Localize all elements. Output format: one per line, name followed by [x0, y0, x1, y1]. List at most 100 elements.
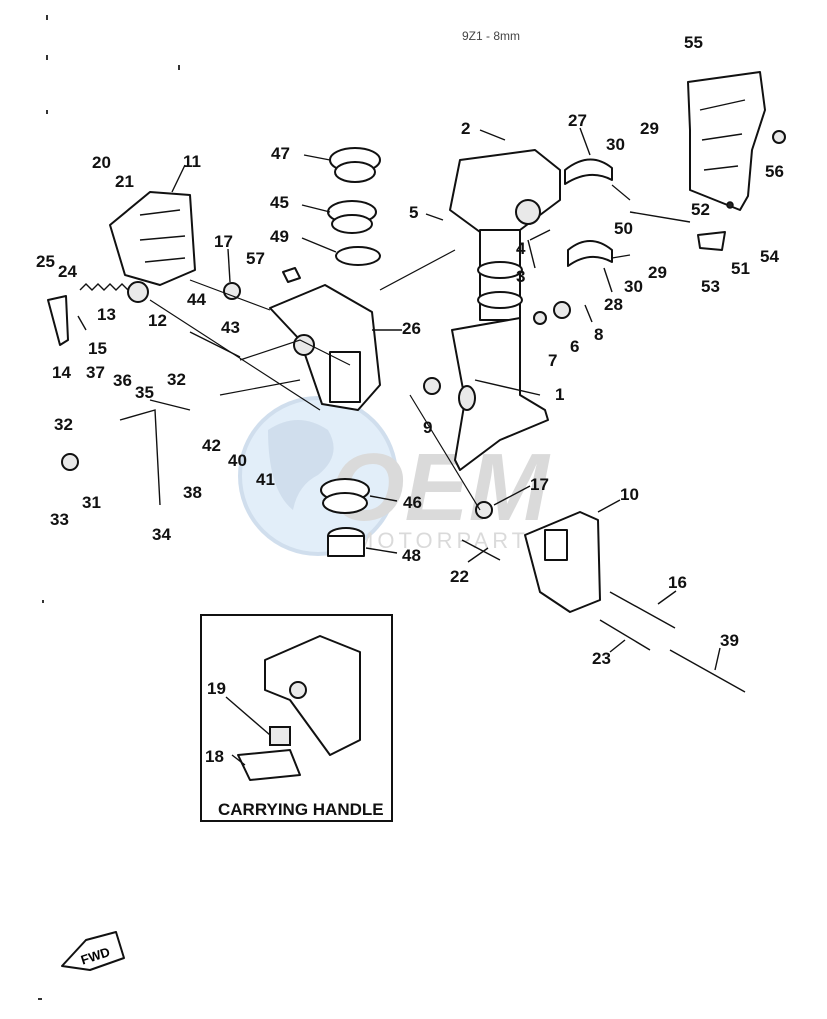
callout-21: 21	[115, 172, 134, 191]
callout-36: 36	[113, 371, 132, 390]
callout-30b: 30	[624, 277, 643, 296]
callout-48: 48	[402, 546, 421, 565]
callout-17a: 17	[214, 232, 233, 251]
callout-27: 27	[568, 111, 587, 130]
callout-54: 54	[760, 247, 779, 266]
callout-23: 23	[592, 649, 611, 668]
callout-44: 44	[187, 290, 206, 309]
callout-40: 40	[228, 451, 247, 470]
callout-25: 25	[36, 252, 55, 271]
part-51-plate	[697, 231, 726, 251]
callout-11: 11	[183, 152, 201, 171]
callout-10: 10	[620, 485, 639, 504]
part-46-bushing	[320, 478, 370, 514]
callout-56: 56	[765, 162, 784, 181]
callout-19: 19	[207, 679, 226, 698]
scan-marks	[38, 15, 180, 1000]
part-45-bushing	[327, 200, 377, 234]
assembly-lines	[149, 184, 631, 511]
callout-3: 3	[516, 267, 525, 286]
part-49-clip-ring	[335, 246, 381, 266]
callout-6: 6	[570, 337, 579, 356]
part-16-bolt	[609, 591, 676, 629]
part-6-plate	[553, 301, 571, 319]
callout-38: 38	[183, 483, 202, 502]
part-22-shaft	[461, 539, 501, 561]
callout-42: 42	[202, 436, 221, 455]
callout-15: 15	[88, 339, 107, 358]
callout-12: 12	[148, 311, 167, 330]
watermark-globe-icon	[238, 396, 398, 556]
callout-37: 37	[86, 363, 105, 382]
callout-51: 51	[731, 259, 750, 278]
part-57-plate	[282, 267, 301, 283]
callout-26: 26	[402, 319, 421, 338]
callout-28: 28	[604, 295, 623, 314]
callout-29a: 29	[640, 119, 659, 138]
part-23-bolt	[599, 619, 651, 651]
part-47-grommet	[329, 147, 381, 183]
callout-16: 16	[668, 573, 687, 592]
callout-35: 35	[135, 383, 154, 402]
callout-34: 34	[152, 525, 171, 544]
callout-55: 55	[684, 33, 703, 52]
part-11-clamp-bracket	[109, 191, 196, 286]
part-9-grommet	[423, 377, 441, 395]
callout-17b: 17	[530, 475, 549, 494]
part-1-upper-casing	[449, 149, 561, 471]
part-34-tilt-rod	[119, 409, 161, 506]
part-27-upper-mount	[564, 158, 613, 185]
part-7-plate	[533, 311, 547, 325]
callout-14: 14	[52, 363, 71, 382]
callout-layer: 1 2 3 4 5 6 7 8 9 10 11 12 13 14 15 16 1…	[36, 33, 784, 766]
callout-32b: 32	[54, 415, 73, 434]
callout-24: 24	[58, 262, 77, 281]
part-31-knob	[61, 453, 79, 471]
callout-7: 7	[548, 351, 557, 370]
part-18-handle	[237, 749, 301, 781]
part-39-rod	[669, 649, 746, 693]
part-56-bolt	[772, 130, 786, 144]
inset-carrying-handle-part	[237, 635, 361, 781]
callout-18: 18	[205, 747, 224, 766]
callout-4: 4	[516, 239, 526, 258]
callout-20: 20	[92, 153, 111, 172]
watermark-subtitle: MOTORPARTS	[355, 528, 548, 553]
callout-8: 8	[594, 325, 603, 344]
callout-22: 22	[450, 567, 469, 586]
part-19-screw	[269, 726, 291, 746]
header-note: 9Z1 - 8mm	[462, 29, 520, 43]
callout-47: 47	[271, 144, 290, 163]
callout-29b: 29	[648, 263, 667, 282]
callout-46: 46	[403, 493, 422, 512]
part-10-clamp-bracket	[524, 511, 601, 613]
callout-49: 49	[270, 227, 289, 246]
part-17b-bushing	[475, 501, 493, 519]
callout-57: 57	[246, 249, 265, 268]
part-55-top-cowling-cover	[687, 71, 766, 211]
callout-41: 41	[256, 470, 275, 489]
callout-2: 2	[461, 119, 470, 138]
callout-39: 39	[720, 631, 739, 650]
callout-5: 5	[409, 203, 418, 222]
part-17-bushing	[223, 282, 241, 300]
callout-1: 1	[555, 385, 564, 404]
callout-50: 50	[614, 219, 633, 238]
callout-30a: 30	[606, 135, 625, 154]
inset-caption: CARRYING HANDLE	[218, 800, 384, 819]
callout-13: 13	[97, 305, 116, 324]
callout-53: 53	[701, 277, 720, 296]
part-48-collar	[327, 527, 365, 557]
part-13-spring	[79, 283, 129, 291]
callout-9: 9	[423, 418, 432, 437]
part-14-lever	[47, 295, 69, 346]
part-28-lower-mount	[567, 240, 613, 267]
part-50-stud-bolt	[629, 211, 691, 223]
part-26-swivel-bracket	[269, 284, 381, 411]
part-35-rod	[149, 399, 191, 411]
callout-32a: 32	[167, 370, 186, 389]
fwd-arrow-icon: FWD	[61, 931, 125, 971]
watermark: OEM MOTORPARTS	[238, 396, 551, 556]
callout-43: 43	[221, 318, 240, 337]
callout-45: 45	[270, 193, 289, 212]
